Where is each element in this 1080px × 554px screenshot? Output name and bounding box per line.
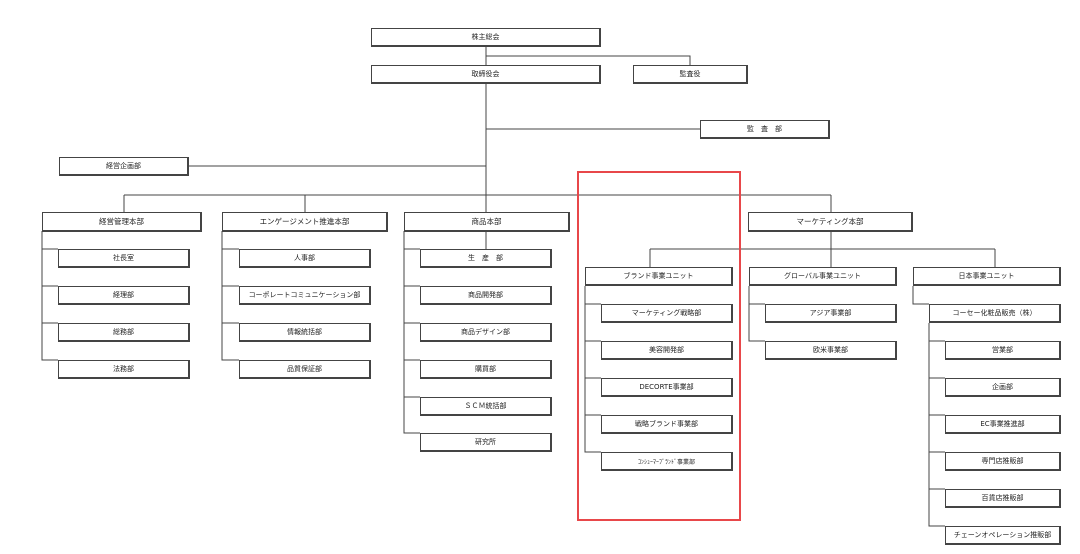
unit-box: ブランド事業ユニット — [585, 267, 733, 286]
dept-box: 企画部 — [945, 378, 1061, 397]
dept-box: 人事部 — [239, 249, 371, 268]
dept-box: 百貨店推販部 — [945, 489, 1061, 508]
dept-box: 情報統括部 — [239, 323, 371, 342]
company-box: コーセー化粧品販売（株） — [929, 304, 1061, 323]
dept-box: 欧米事業部 — [765, 341, 897, 360]
dept-box: 社長室 — [58, 249, 190, 268]
shareholders-meeting-box: 株主総会 — [371, 28, 601, 47]
division-box: 商品本部 — [404, 212, 570, 232]
dept-box: アジア事業部 — [765, 304, 897, 323]
dept-box: 戦略ブランド事業部 — [601, 415, 733, 434]
dept-box: 法務部 — [58, 360, 190, 379]
dept-box: マーケティング戦略部 — [601, 304, 733, 323]
division-box: エンゲージメント推進本部 — [222, 212, 388, 232]
dept-box: チェーンオペレーション推販部 — [945, 526, 1061, 545]
dept-box: 研究所 — [420, 433, 552, 452]
dept-box: 営業部 — [945, 341, 1061, 360]
dept-box: 品質保証部 — [239, 360, 371, 379]
dept-box: ＳＣＭ統括部 — [420, 397, 552, 416]
audit-dept-box: 監 査 部 — [700, 120, 830, 139]
dept-box: ｺﾝｼｭｰﾏｰﾌﾞﾗﾝﾄﾞ事業部 — [601, 452, 733, 471]
dept-box: EC事業推進部 — [945, 415, 1061, 434]
unit-box: 日本事業ユニット — [913, 267, 1061, 286]
dept-box: 生 産 部 — [420, 249, 552, 268]
dept-box: 購買部 — [420, 360, 552, 379]
highlight-rectangle — [577, 171, 741, 521]
division-box: 経営管理本部 — [42, 212, 202, 232]
dept-box: 美容開発部 — [601, 341, 733, 360]
auditors-box: 監査役 — [633, 65, 748, 84]
board-box: 取締役会 — [371, 65, 601, 84]
dept-box: DECORTE事業部 — [601, 378, 733, 397]
dept-box: 総務部 — [58, 323, 190, 342]
dept-box: 専門店推販部 — [945, 452, 1061, 471]
dept-box: 商品デザイン部 — [420, 323, 552, 342]
division-box: マーケティング本部 — [748, 212, 913, 232]
dept-box: コーポレートコミュニケーション部 — [239, 286, 371, 305]
planning-box: 経営企画部 — [59, 157, 189, 176]
dept-box: 商品開発部 — [420, 286, 552, 305]
dept-box: 経理部 — [58, 286, 190, 305]
unit-box: グローバル事業ユニット — [749, 267, 897, 286]
